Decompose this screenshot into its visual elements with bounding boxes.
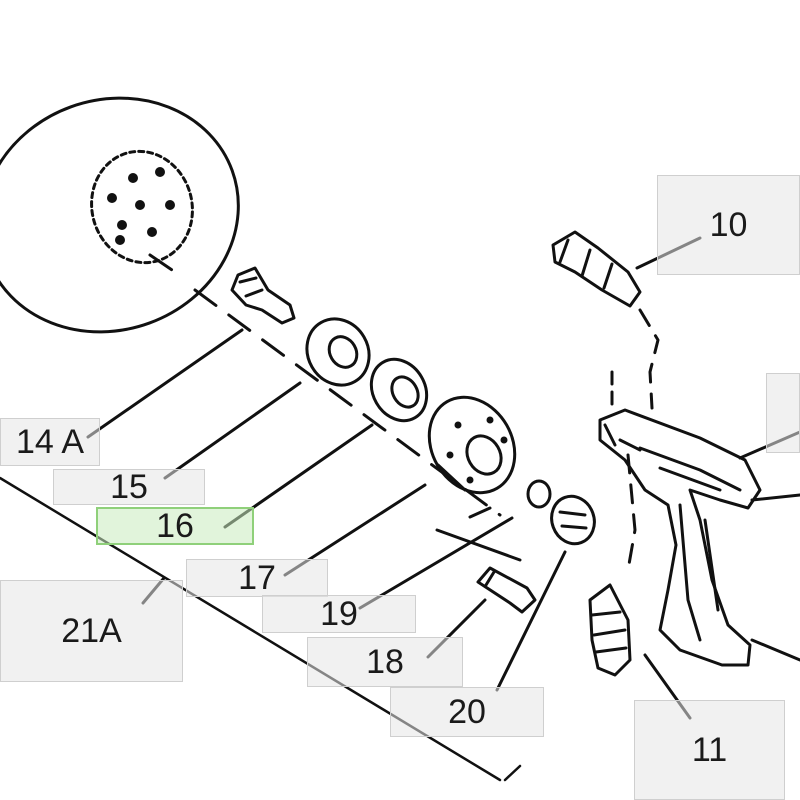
callout-21a[interactable]: 21A — [0, 580, 183, 682]
callout-11[interactable]: 11 — [634, 700, 785, 800]
bearing-16 — [369, 357, 429, 423]
nut-20 — [550, 494, 596, 546]
hub-bolt-holes — [446, 416, 508, 484]
callout-10[interactable]: 10 — [657, 175, 800, 275]
pin-18 — [476, 566, 537, 614]
callout-17[interactable]: 17 — [186, 559, 328, 597]
leader-20 — [495, 550, 567, 692]
callout-partial-right[interactable] — [766, 373, 800, 453]
callout-20[interactable]: 20 — [390, 687, 544, 737]
leader-15 — [163, 381, 302, 480]
fitting-10 — [551, 230, 642, 308]
disc-bolt-holes — [107, 167, 175, 245]
fitting-11 — [588, 583, 632, 677]
callout-15[interactable]: 15 — [53, 469, 205, 505]
callout-14a[interactable]: 14 A — [0, 418, 100, 466]
assembly-axis — [148, 253, 502, 517]
callout-18[interactable]: 18 — [307, 637, 463, 687]
leader-19 — [358, 516, 514, 610]
hub-17 — [427, 395, 517, 495]
arm-bracket — [598, 408, 762, 667]
washer-19 — [526, 479, 552, 509]
callout-19[interactable]: 19 — [262, 595, 416, 633]
bolt-14a — [230, 266, 296, 325]
bearing-15 — [305, 317, 371, 387]
leader-14a — [86, 328, 244, 439]
disc-blade — [0, 96, 240, 334]
callout-16[interactable]: 16 — [96, 507, 254, 545]
